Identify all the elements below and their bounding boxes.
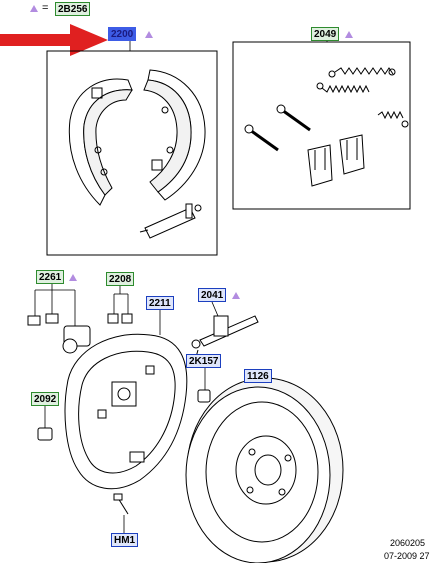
bolts-2261 (27, 313, 59, 326)
marker-2261-icon (69, 274, 77, 281)
wheel-cylinder-small (139, 203, 202, 239)
callout-2k157-text: 2K157 (189, 356, 219, 367)
callout-2092-text: 2092 (34, 394, 57, 405)
legend-code[interactable]: 2B256 (55, 2, 91, 16)
spring-kit-panel (232, 41, 411, 210)
callout-2200-text: 2200 (111, 29, 134, 40)
callout-2041[interactable]: 2041 (198, 288, 227, 302)
wheel-cylinder (62, 325, 91, 354)
callout-2092[interactable]: 2092 (31, 392, 60, 406)
brake-shoe-right (143, 69, 206, 201)
callout-2049[interactable]: 2049 (311, 27, 340, 41)
callout-2208-text: 2208 (109, 274, 132, 285)
marker-2041-icon (232, 292, 240, 299)
adjuster-2041 (191, 315, 259, 365)
legend-marker-icon (30, 5, 38, 12)
callout-hm1[interactable]: HM1 (111, 533, 139, 547)
reference-number: 2060205 (390, 538, 426, 548)
backing-plate (64, 333, 188, 490)
callout-2211-text: 2211 (149, 298, 171, 309)
callout-2261[interactable]: 2261 (36, 270, 65, 284)
callout-2k157[interactable]: 2K157 (186, 354, 222, 368)
callout-hm1-text: HM1 (114, 535, 136, 546)
spring-kit-parts (244, 67, 409, 187)
callout-2211[interactable]: 2211 (146, 296, 174, 310)
marker-2200-icon (145, 31, 153, 38)
marker-2049-icon (345, 31, 353, 38)
nut-2k157 (197, 389, 211, 403)
brake-shoe-panel (46, 50, 218, 256)
callout-2041-text: 2041 (201, 290, 224, 301)
brake-shoe-left (68, 78, 133, 206)
callout-2200[interactable]: 2200 (108, 27, 137, 41)
legend-equals: = (42, 2, 49, 14)
part-hm1 (113, 493, 129, 515)
callout-1126[interactable]: 1126 (244, 369, 272, 383)
callout-1126-text: 1126 (247, 371, 269, 382)
bleed-screws-2208 (107, 313, 133, 324)
brake-drum (185, 377, 344, 563)
red-arrow-icon (0, 24, 108, 56)
callout-2049-text: 2049 (314, 29, 337, 40)
legend-code-text: 2B256 (58, 4, 88, 15)
callout-2208[interactable]: 2208 (106, 272, 135, 286)
callout-2261-text: 2261 (39, 272, 62, 283)
nut-2092 (37, 427, 53, 441)
reference-date: 07-2009 27 (384, 551, 430, 561)
